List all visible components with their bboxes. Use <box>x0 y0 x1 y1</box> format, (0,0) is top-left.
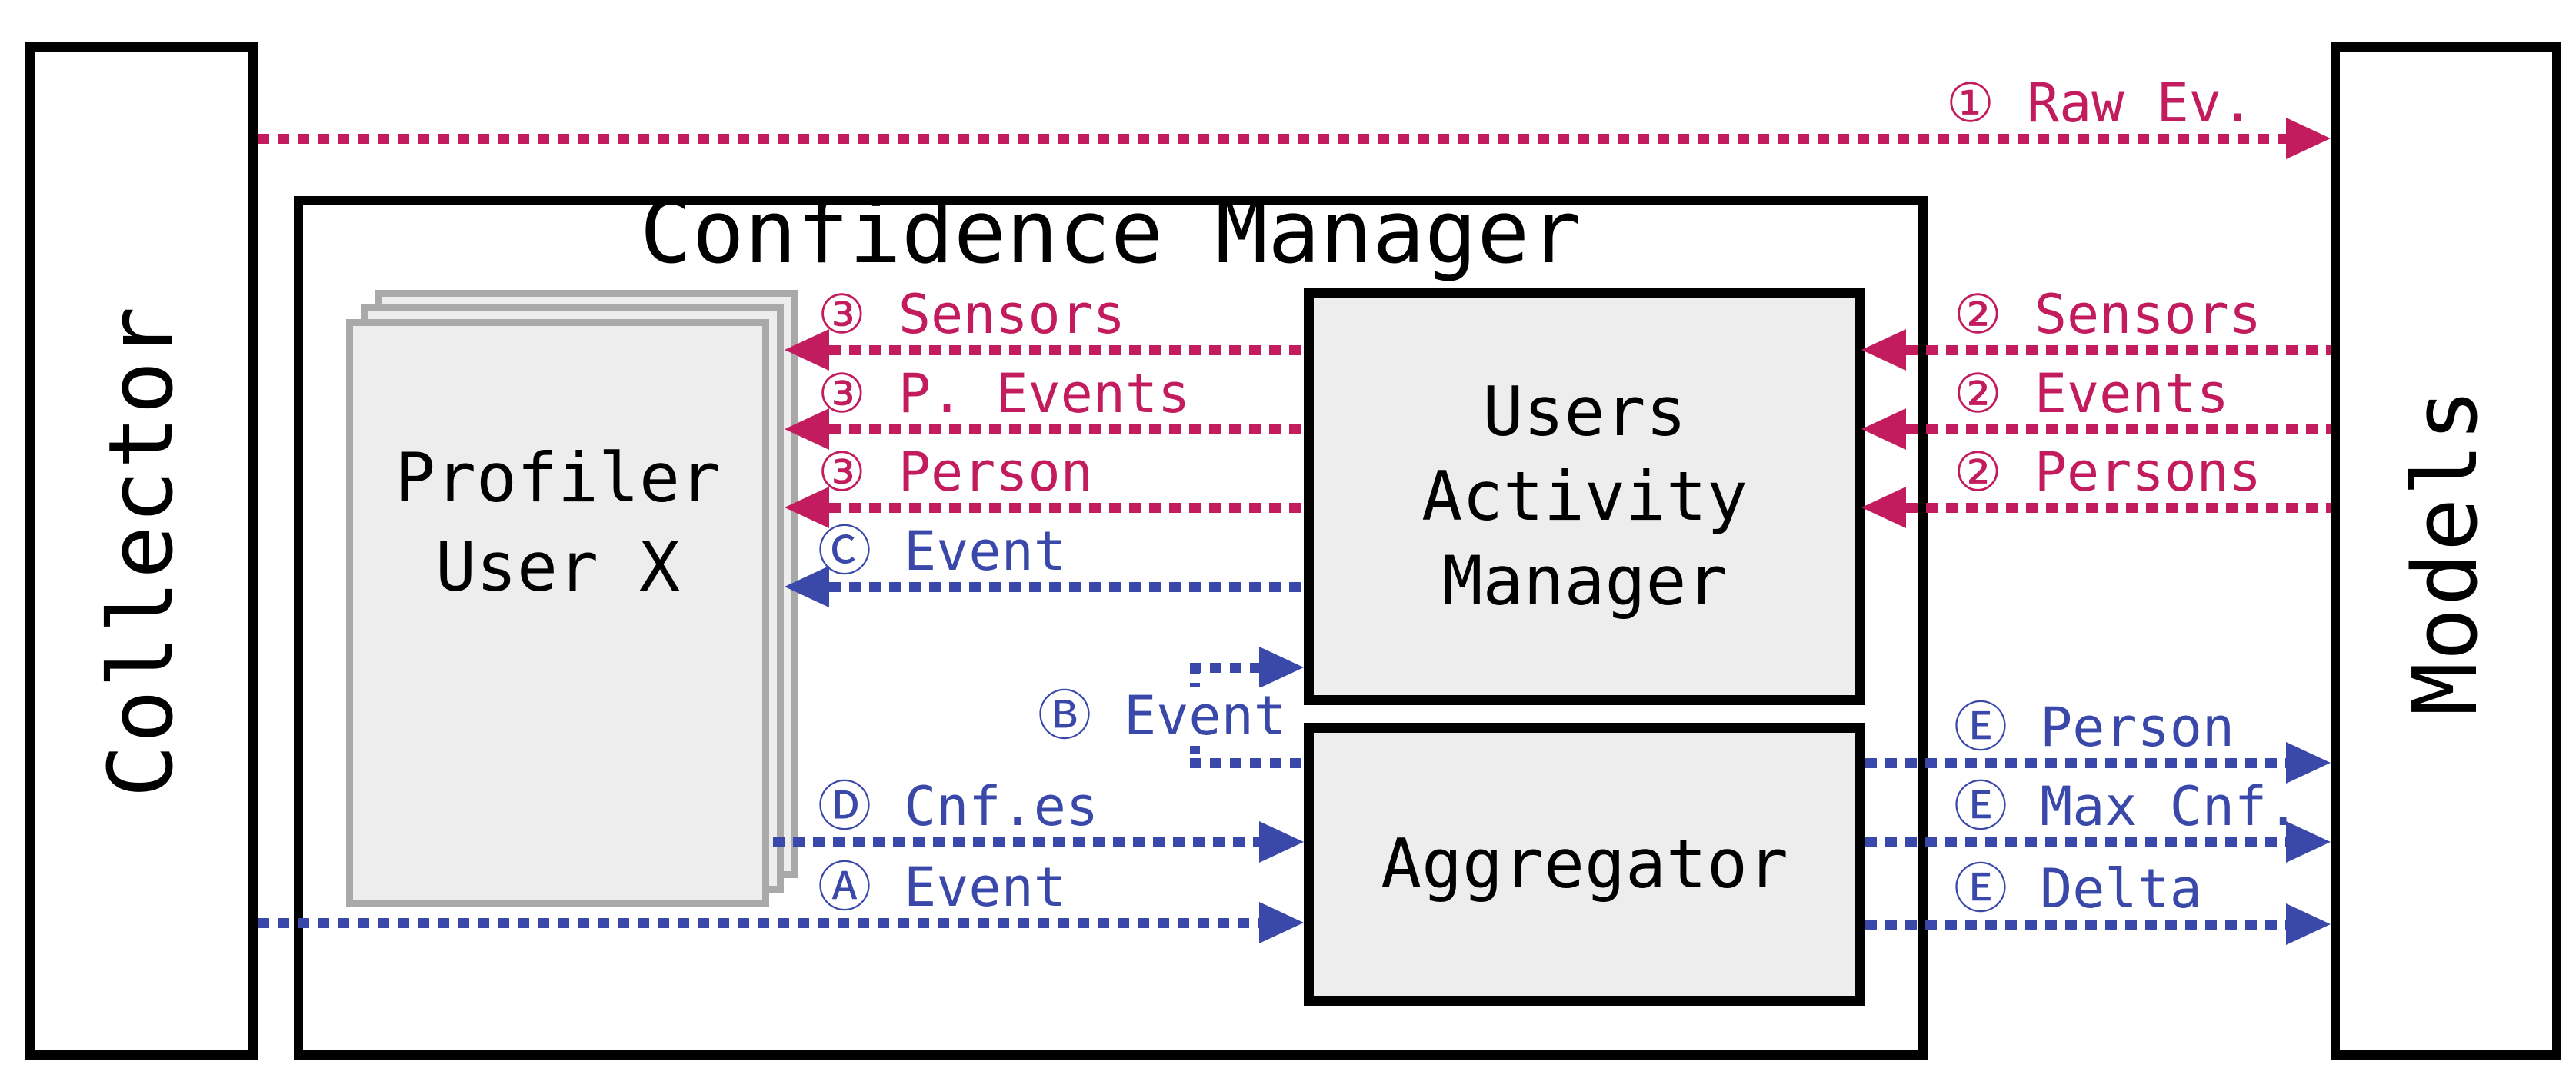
flow-e-max-cnf-label: Ⓔ Max Cnf. <box>1954 775 2300 838</box>
profiler-label-line1: Profiler <box>395 438 721 517</box>
flow-e-max-cnf-arrowhead <box>2286 821 2331 863</box>
flow-e-max-cnf-line <box>1865 837 2286 847</box>
flow-c-event-line <box>829 582 1304 592</box>
flow-e-delta-line <box>1865 920 2286 930</box>
profiler-label: Profiler User X <box>353 434 762 612</box>
uam-label-line3: Manager <box>1441 541 1728 621</box>
flow-sensors2-line <box>1906 345 2331 355</box>
flow-sensors3-label: ③ Sensors <box>818 283 1125 346</box>
flow-a-event-line <box>258 918 1259 928</box>
flow-raw-ev-line <box>258 134 2286 144</box>
flow-raw-ev-arrowhead <box>2286 118 2331 159</box>
uam-label: Users Activity Manager <box>1421 370 1748 624</box>
flow-sensors2-label: ② Sensors <box>1954 283 2261 346</box>
flow-e-delta-arrowhead <box>2286 903 2331 945</box>
profiler-page-front: Profiler User X <box>346 319 769 907</box>
collector-box: Collector <box>25 42 258 1060</box>
flow-sensors3-arrowhead <box>785 329 829 371</box>
flow-events2-line <box>1906 424 2331 434</box>
flow-raw-ev-label: ① Raw Ev. <box>1946 72 2254 135</box>
flow-b-event-arrowhead <box>1259 647 1304 688</box>
collector-label: Collector <box>90 304 193 798</box>
flow-e-delta-label: Ⓔ Delta <box>1954 857 2202 920</box>
flow-d-cnfes-line <box>773 837 1259 847</box>
uam-box: Users Activity Manager <box>1304 288 1865 705</box>
flow-p-events3-arrowhead <box>785 408 829 450</box>
flow-events2-arrowhead <box>1861 408 1906 450</box>
flow-a-event-arrowhead <box>1259 902 1304 943</box>
profiler-label-line2: User X <box>435 527 680 607</box>
aggregator-box: Aggregator <box>1304 723 1865 1006</box>
flow-sensors3-line <box>829 345 1304 355</box>
flow-persons2-line <box>1906 503 2331 513</box>
confidence-manager-title: Confidence Manager <box>639 181 1582 283</box>
flow-e-person-arrowhead <box>2286 742 2331 784</box>
flow-p-events3-line <box>829 424 1304 434</box>
models-box: Models <box>2331 42 2561 1060</box>
flow-person3-line <box>829 503 1304 513</box>
flow-persons2-label: ② Persons <box>1954 441 2261 504</box>
flow-person3-label: ③ Person <box>818 441 1093 504</box>
models-label: Models <box>2394 386 2498 716</box>
flow-persons2-arrowhead <box>1861 487 1906 528</box>
aggregator-label: Aggregator <box>1381 824 1788 903</box>
flow-a-event-label: Ⓐ Event <box>818 856 1066 919</box>
flow-b-event-line-bottom <box>1190 758 1304 768</box>
flow-e-person-line <box>1865 758 2286 768</box>
flow-c-event-label: Ⓒ Event <box>818 520 1066 583</box>
flow-d-cnfes-arrowhead <box>1259 821 1304 863</box>
flow-c-event-arrowhead <box>785 566 829 607</box>
flow-sensors2-arrowhead <box>1861 329 1906 371</box>
uam-label-line2: Activity <box>1421 457 1748 536</box>
uam-label-line1: Users <box>1482 372 1687 451</box>
flow-p-events3-label: ③ P. Events <box>818 362 1191 425</box>
flow-e-person-label: Ⓔ Person <box>1954 696 2235 759</box>
flow-d-cnfes-label: Ⓓ Cnf.es <box>818 775 1099 838</box>
flow-b-event-line-top <box>1190 663 1259 673</box>
flow-b-event-label: Ⓑ Event <box>1035 687 1289 746</box>
flow-events2-label: ② Events <box>1954 362 2229 425</box>
flow-person3-arrowhead <box>785 487 829 528</box>
